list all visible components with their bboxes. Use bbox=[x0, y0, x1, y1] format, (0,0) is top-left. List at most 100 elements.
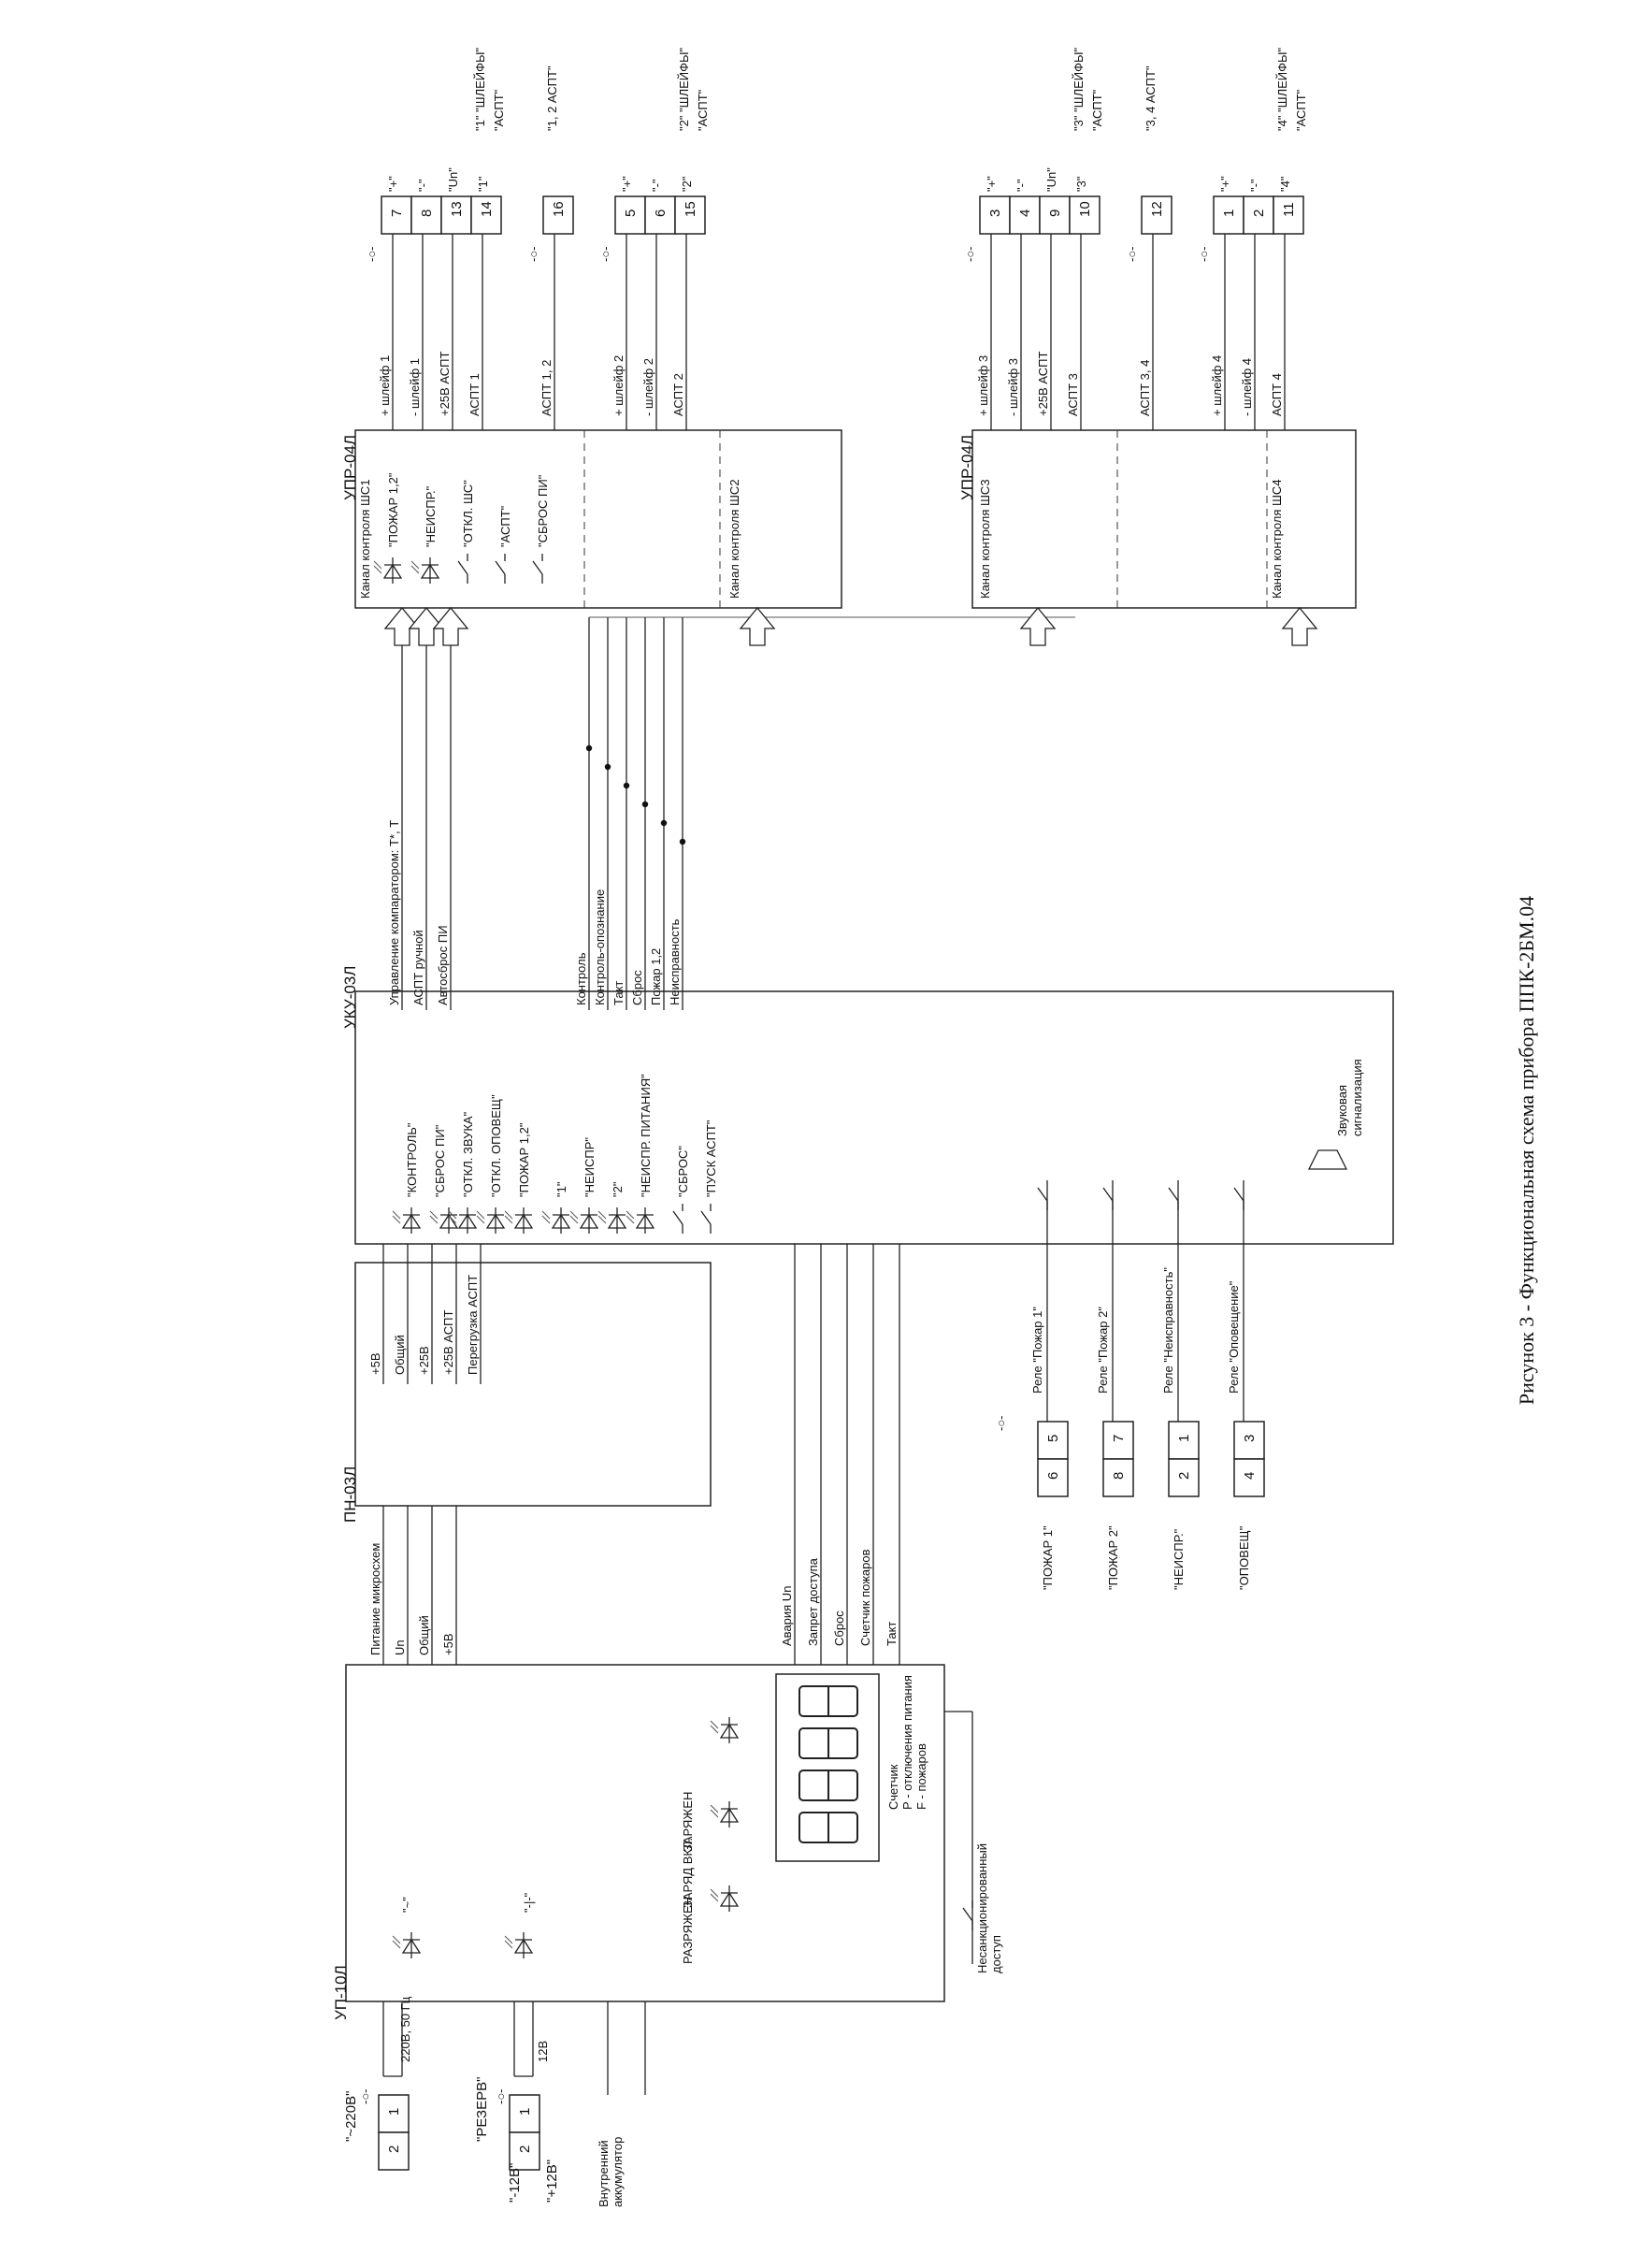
output-mark: "+" bbox=[985, 176, 999, 192]
led-ray bbox=[410, 560, 420, 570]
output-mark: "+" bbox=[1218, 176, 1232, 192]
output-group-2: "АСПТ" bbox=[1090, 89, 1104, 131]
output-pin-label: 12 bbox=[1149, 201, 1165, 217]
led-icon bbox=[504, 1207, 534, 1234]
output-pin-label: 8 bbox=[419, 209, 435, 217]
bus-label: Пожар 1,2 bbox=[649, 948, 663, 1005]
output-wire-label: +25В АСПТ bbox=[438, 352, 452, 416]
led-icon bbox=[626, 1207, 655, 1234]
switch-blade bbox=[457, 560, 468, 575]
junction-dot bbox=[641, 801, 649, 808]
output-pin-label: 5 bbox=[623, 209, 639, 217]
ac-terminal-2 bbox=[378, 2131, 410, 2171]
relay-pin: 4 bbox=[1242, 1472, 1258, 1480]
output-group-2: "АСПТ" bbox=[696, 89, 710, 131]
led-ray bbox=[710, 1809, 719, 1818]
terminal-symbol: -○- bbox=[494, 2088, 508, 2104]
output-wire-label: АСПТ 4 bbox=[1270, 373, 1284, 416]
switch-icon bbox=[532, 554, 543, 584]
up-uku-wire-label: Сброс bbox=[832, 1611, 846, 1646]
switch-icon bbox=[457, 554, 468, 584]
output-wire-label: + шлейф 1 bbox=[378, 355, 392, 416]
led-ray bbox=[710, 1804, 719, 1813]
uku-item-label: "НЕИСПР" bbox=[583, 1137, 597, 1197]
led-ray bbox=[373, 560, 382, 570]
output-mark: "+" bbox=[386, 176, 400, 192]
output-mark: "3" bbox=[1074, 176, 1088, 192]
relay-pin: 2 bbox=[1176, 1472, 1192, 1480]
output-pin-label: 13 bbox=[449, 201, 465, 217]
led-icon bbox=[710, 1801, 740, 1827]
upr-a-item-label: "АСПТ" bbox=[498, 505, 512, 547]
reserve-terminal-2 bbox=[509, 2131, 540, 2171]
junction-dot bbox=[623, 782, 630, 789]
switch-blade bbox=[1102, 1187, 1114, 1202]
reserve-pin: 1 bbox=[517, 2108, 533, 2116]
block-upr04l-b-title: УПР-04Л bbox=[958, 435, 976, 500]
upr-a-channel-2: Канал контроля ШС2 bbox=[727, 479, 741, 599]
led-ray bbox=[448, 1215, 457, 1224]
pn-uku-wire-label: Перегрузка АСПТ bbox=[466, 1275, 480, 1375]
upr-b-channel-2: Канал контроля ШС4 bbox=[1270, 479, 1284, 599]
output-pin bbox=[1069, 195, 1101, 235]
bus-arrow bbox=[432, 606, 469, 646]
uku-item-label: "КОНТРОЛЬ" bbox=[405, 1122, 419, 1197]
uku-item-label: "СБРОС ПИ" bbox=[433, 1124, 447, 1197]
upr-a-item-label: "СБРОС ПИ" bbox=[536, 474, 550, 547]
output-pin-label: 6 bbox=[653, 209, 669, 217]
uku-sound-label-2: сигнализация bbox=[1350, 1059, 1364, 1136]
bus-label: Контроль bbox=[574, 952, 588, 1005]
switch-icon bbox=[700, 1204, 712, 1234]
led-ray bbox=[541, 1210, 551, 1220]
led-icon bbox=[569, 1207, 599, 1234]
output-pin bbox=[1141, 195, 1172, 235]
output-wire-label: - шлейф 1 bbox=[408, 358, 422, 416]
terminal-symbol: -○- bbox=[365, 246, 379, 262]
bus-label: Управление компаратором: Т*, Т bbox=[387, 820, 401, 1005]
output-wire-label: АСПТ 1, 2 bbox=[539, 360, 554, 416]
led-ray bbox=[597, 1215, 607, 1224]
relay-pin-b bbox=[1233, 1458, 1265, 1497]
led-ray bbox=[429, 1210, 439, 1220]
ac-pin: 1 bbox=[386, 2108, 402, 2116]
output-wire-label: - шлейф 3 bbox=[1006, 358, 1020, 416]
uku-item-label: "ОТКЛ. ЗВУКА" bbox=[461, 1111, 475, 1197]
counter-display bbox=[775, 1673, 880, 1862]
unauthorized-access: Несанкционированный bbox=[975, 1843, 989, 1973]
bus-arrow bbox=[1019, 606, 1057, 646]
upr-a-item-label: "НЕИСПР." bbox=[424, 485, 438, 547]
led-ray bbox=[504, 1210, 513, 1220]
bus-label: Сброс bbox=[630, 970, 644, 1005]
led-ray bbox=[373, 565, 382, 574]
pn-uku-wire-label: +25В АСПТ bbox=[441, 1310, 455, 1375]
relay-label: Реле "Оповещение" bbox=[1227, 1280, 1241, 1394]
up-status-label: РАЗРЯЖЕН bbox=[681, 1897, 695, 1964]
uku-item-label: "ОТКЛ. ОПОВЕЩ" bbox=[489, 1094, 503, 1197]
counter-title: Счетчик bbox=[886, 1764, 900, 1810]
output-pin bbox=[542, 195, 574, 235]
output-group: "3" "ШЛЕЙФЫ" bbox=[1072, 47, 1086, 131]
output-pin bbox=[470, 195, 502, 235]
output-pin-label: 16 bbox=[551, 201, 567, 217]
junction-dot bbox=[660, 819, 668, 827]
junction-dot bbox=[585, 744, 593, 752]
bus-arrow bbox=[1281, 606, 1318, 646]
upr-b-channel-1: Канал контроля ШС3 bbox=[978, 479, 992, 599]
relay-name: "ОПОВЕЩ" bbox=[1237, 1525, 1251, 1590]
output-wire-label: АСПТ 1 bbox=[468, 373, 482, 416]
relay-name: "ПОЖАР 2" bbox=[1106, 1525, 1120, 1590]
uku-item-label: "СБРОС" bbox=[676, 1146, 690, 1197]
output-mark: "Un" bbox=[1044, 167, 1058, 192]
terminal-symbol: -○- bbox=[1125, 246, 1139, 262]
led-icon bbox=[392, 1932, 422, 1958]
terminal-symbol: -○- bbox=[526, 246, 540, 262]
figure-caption: Рисунок 3 - Функциональная схема прибора… bbox=[1515, 896, 1538, 1405]
bus-label: Контроль-опознание bbox=[593, 889, 607, 1005]
led-icon bbox=[541, 1207, 571, 1234]
bus-label: Неисправность bbox=[668, 918, 682, 1005]
output-pin-label: 2 bbox=[1251, 209, 1267, 217]
counter-f: F - пожаров bbox=[914, 1743, 928, 1810]
led-ray bbox=[504, 1215, 513, 1224]
up-pn-wire-label: Un bbox=[393, 1640, 407, 1655]
counter-p: Р - отключения питания bbox=[900, 1675, 914, 1810]
